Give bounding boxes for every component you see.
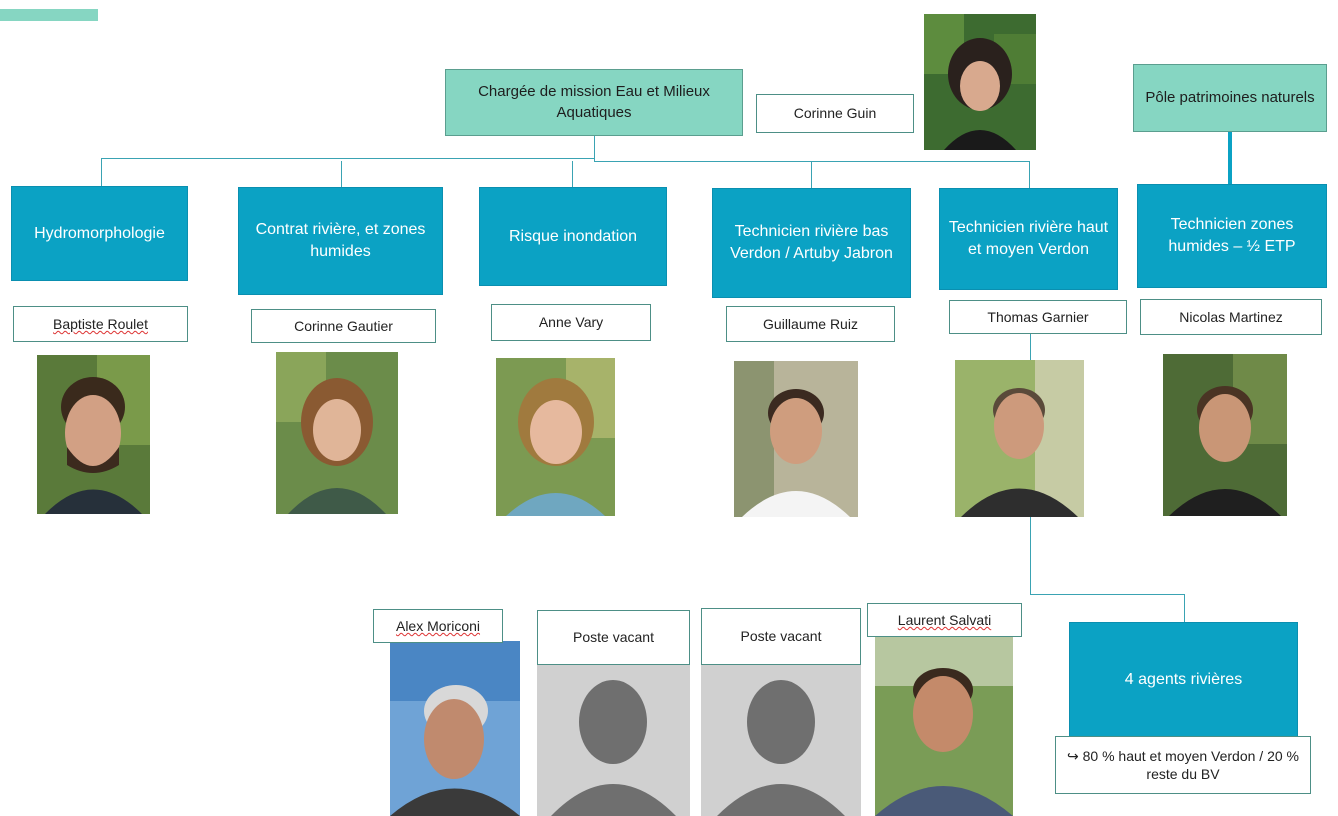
- person-name-anne-vary: Anne Vary: [491, 304, 651, 341]
- placeholder-avatar-1: [537, 662, 690, 816]
- connector-horizontal-main: [101, 158, 594, 159]
- unit-box-haut-verdon: Technicien rivière haut et moyen Verdon: [939, 188, 1118, 290]
- connector-agents-v: [1184, 594, 1185, 622]
- connector-risque: [572, 161, 573, 187]
- manager-name-box: Corinne Guin: [756, 94, 914, 133]
- agents-rivieres-box: 4 agents rivières: [1069, 622, 1298, 738]
- photo-baptiste: [37, 355, 150, 514]
- connector-thomas-photo: [1030, 334, 1031, 360]
- manager-photo: [924, 14, 1036, 150]
- agent-name-alex-text: Alex Moriconi: [395, 617, 481, 634]
- person-name-guillaume-ruiz: Guillaume Ruiz: [726, 306, 895, 342]
- person-name-corinne-gautier: Corinne Gautier: [251, 309, 436, 343]
- connector-branch-right: [594, 161, 1030, 162]
- photo-alex-moriconi: [390, 641, 520, 816]
- connector-thomas-agents-h: [1030, 594, 1185, 595]
- connector-hydro: [101, 158, 102, 188]
- unit-box-zones-humides: Technicien zones humides – ½ ETP: [1137, 184, 1327, 288]
- photo-corinne-gautier: [276, 352, 398, 514]
- placeholder-avatar-2: [701, 662, 861, 816]
- agent-name-alex: Alex Moriconi: [373, 609, 503, 643]
- agent-name-poste-vacant-1: Poste vacant: [537, 610, 690, 665]
- connector-manager-down: [594, 136, 595, 161]
- person-name-nicolas-martinez: Nicolas Martinez: [1140, 299, 1322, 335]
- agents-note-box: ↪ 80 % haut et moyen Verdon / 20 % reste…: [1055, 736, 1311, 794]
- unit-box-contrat-riviere: Contrat rivière, et zones humides: [238, 187, 443, 295]
- connector-contrat: [341, 161, 342, 187]
- agent-name-laurent-text: Laurent Salvati: [897, 611, 992, 628]
- connector-pole: [1228, 132, 1232, 184]
- connector-bas-verdon: [811, 161, 812, 189]
- photo-guillaume-ruiz: [734, 361, 858, 517]
- unit-box-bas-verdon: Technicien rivière bas Verdon / Artuby J…: [712, 188, 911, 298]
- unit-box-hydromorphologie: Hydromorphologie: [11, 186, 188, 281]
- accent-bar: [0, 9, 98, 21]
- photo-laurent-salvati: [875, 636, 1013, 816]
- manager-role-box: Chargée de mission Eau et Milieux Aquati…: [445, 69, 743, 136]
- person-name-baptiste-text: Baptiste Roulet: [53, 315, 148, 332]
- agent-name-poste-vacant-2: Poste vacant: [701, 608, 861, 665]
- person-name-thomas-garnier: Thomas Garnier: [949, 300, 1127, 334]
- photo-thomas-garnier: [955, 360, 1084, 517]
- connector-thomas-agents-v: [1030, 517, 1031, 594]
- person-name-baptiste: Baptiste Roulet: [13, 306, 188, 342]
- unit-box-risque-inondation: Risque inondation: [479, 187, 667, 286]
- pole-box: Pôle patrimoines naturels: [1133, 64, 1327, 132]
- photo-anne-vary: [496, 358, 615, 516]
- agent-name-laurent: Laurent Salvati: [867, 603, 1022, 637]
- connector-haut-verdon: [1029, 161, 1030, 188]
- photo-nicolas-martinez: [1163, 354, 1287, 516]
